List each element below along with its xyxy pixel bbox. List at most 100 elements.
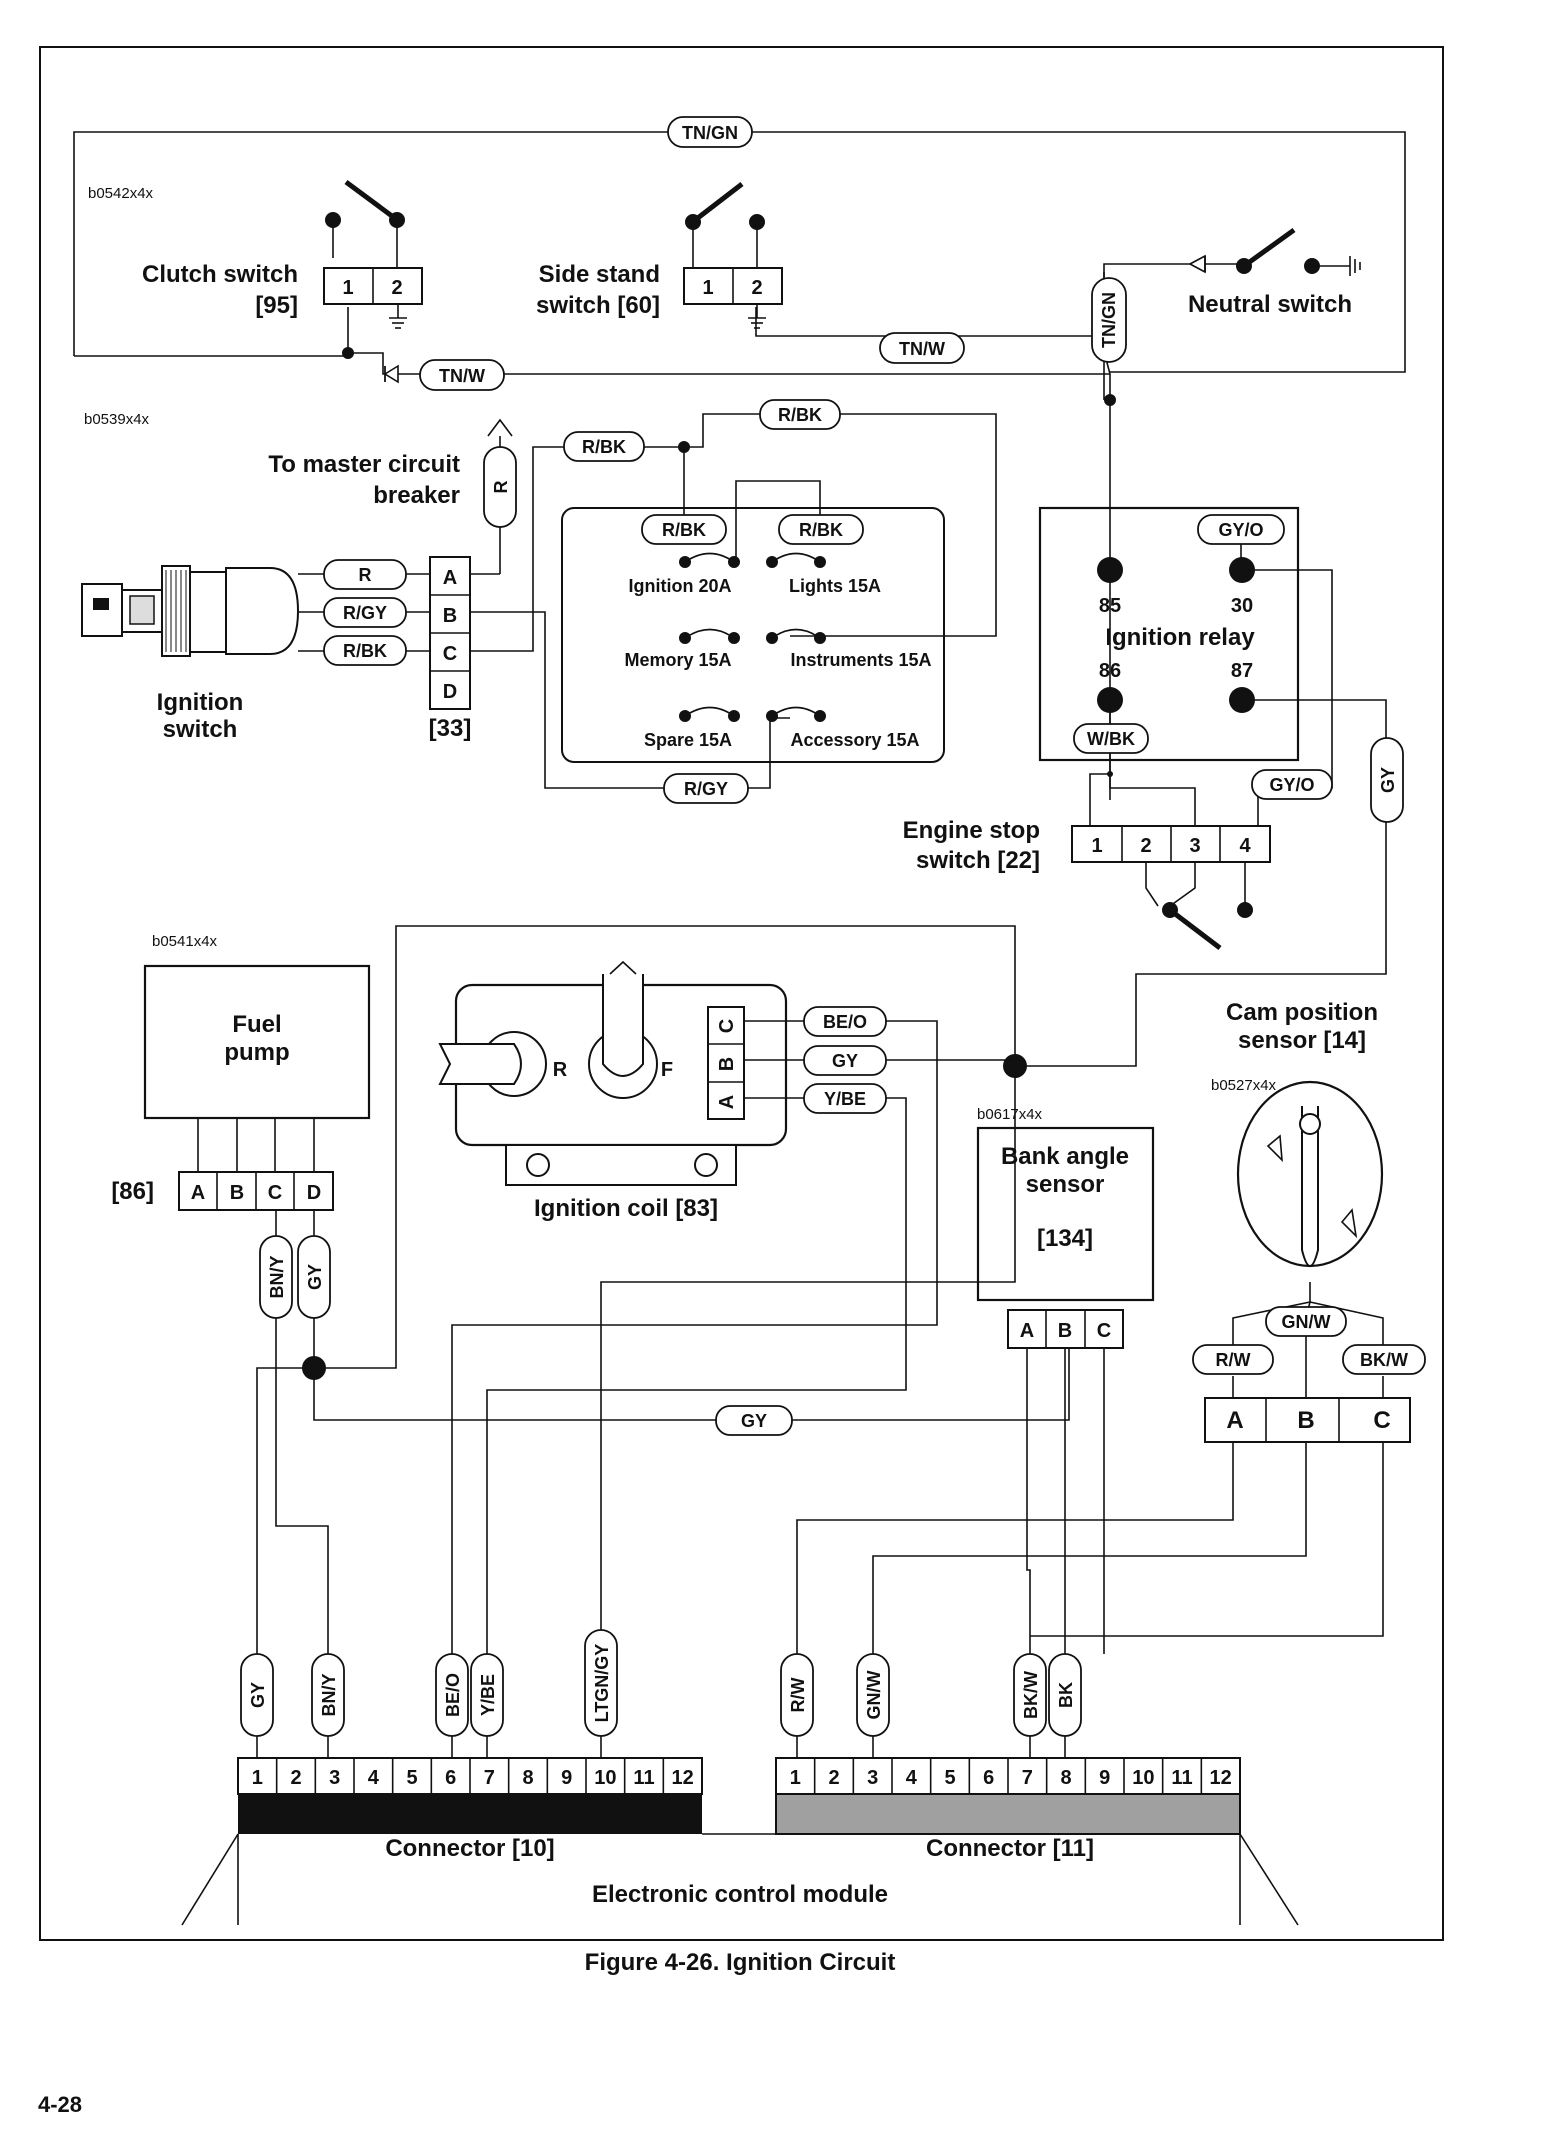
wire-label-gy-text: GY <box>1378 767 1398 793</box>
fuse-label: Accessory 15A <box>790 730 919 750</box>
bank-angle-sensor <box>976 1126 1155 1302</box>
fuse-symbols <box>679 552 826 722</box>
fuse-label: Memory 15A <box>624 650 731 670</box>
wire-label-r-w <box>1192 1344 1274 1375</box>
neutral-switch-label: Neutral switch <box>1188 291 1352 318</box>
wire-label-r <box>323 559 407 590</box>
wire-label-tn-w <box>879 332 965 364</box>
bank-angle-pin-c: C <box>1097 1320 1111 1342</box>
wire-label-r-gy <box>323 597 407 628</box>
ignition-switch-body <box>81 565 300 657</box>
wire-label-gy-text: GY <box>832 1051 858 1071</box>
fuse-label: Instruments 15A <box>790 650 931 670</box>
wire-label-gy-text: GY <box>305 1264 325 1290</box>
ecm-pin-number: 7 <box>1022 1767 1033 1789</box>
wire-label-gy-o-text: GY/O <box>1269 775 1314 795</box>
engine-stop-pin-1: 1 <box>1091 835 1102 857</box>
ignition-coil-label: Ignition coil [83] <box>534 1195 718 1222</box>
wire-label-bk-vertical <box>1048 1653 1082 1737</box>
connector-11-label: Connector [11] <box>926 1835 1094 1862</box>
splice-dot <box>1107 771 1113 777</box>
ecm-pin-number: 1 <box>790 1767 801 1789</box>
ignition-switch-ref: [33] <box>429 715 472 742</box>
coil-terminal-f: F <box>661 1059 673 1081</box>
wire-label-bn-y-text: BN/Y <box>319 1673 339 1716</box>
ignition-switch-label: Ignition <box>157 689 244 716</box>
ecm-pin-number: 7 <box>484 1767 495 1789</box>
engine-stop-pin-4: 4 <box>1239 835 1251 857</box>
ecm-housing <box>181 1833 1299 1926</box>
ecm-pin-number: 11 <box>1171 1767 1192 1789</box>
ignition-switch-label-2: switch <box>163 716 238 743</box>
bank-angle-pin-a: A <box>1020 1320 1034 1342</box>
side-stand-switch <box>683 182 783 329</box>
wire-label-gn-w-text: GN/W <box>1282 1312 1331 1332</box>
wire-label-w-bk-text: W/BK <box>1087 729 1135 749</box>
wire-label-gn-w-text: GN/W <box>864 1670 884 1719</box>
wire-label-y-be-text: Y/BE <box>824 1089 866 1109</box>
wire-label-bk-w-text: BK/W <box>1021 1671 1041 1719</box>
wire-label-r-gy-text: R/GY <box>343 603 387 623</box>
clutch-switch <box>323 179 423 329</box>
page-number: 4-28 <box>38 2092 82 2117</box>
splice-dot <box>342 347 354 359</box>
ecm-pin-number: 4 <box>906 1767 918 1789</box>
wire-label-r-bk-text: R/BK <box>662 520 706 540</box>
wire-label-y-be-text: Y/BE <box>478 1674 498 1716</box>
wire-label-be-o-text: BE/O <box>823 1012 867 1032</box>
master-breaker-wire <box>466 418 513 575</box>
ecm-pin-number: 9 <box>1099 1767 1110 1789</box>
fuel-pump-label: Fuel <box>232 1011 281 1038</box>
wire-label-bn-y-vertical <box>259 1235 293 1319</box>
fuel-pump-pin-a: A <box>191 1182 205 1204</box>
relay-pin-87: 87 <box>1231 660 1253 682</box>
relay-pin-30: 30 <box>1231 595 1253 617</box>
engine-stop-switch-label: Engine stop <box>903 817 1040 844</box>
fuse-block <box>561 507 945 763</box>
ign-pin-c: C <box>443 643 457 665</box>
clutch-switch-label: Clutch switch <box>142 261 298 288</box>
splice-dot <box>678 441 690 453</box>
ecm-pin-number: 4 <box>368 1767 380 1789</box>
ecm-pin-number: 12 <box>672 1767 694 1789</box>
ecm-pin-number: 6 <box>983 1767 994 1789</box>
wire-label-r-text: R <box>491 481 511 494</box>
side-stand-switch-label-2: switch [60] <box>536 292 660 319</box>
wire-label-ltgn-gy-text: LTGN/GY <box>592 1644 612 1723</box>
wire-label-r-vertical <box>483 446 517 528</box>
wire-label-bn-y-text: BN/Y <box>267 1255 287 1298</box>
fuel-pump-pin-d: D <box>307 1182 321 1204</box>
bank-angle-label: Bank angle <box>1001 1143 1129 1170</box>
wire-label-gn-w <box>1265 1306 1347 1337</box>
cam-pin-b: B <box>1297 1407 1314 1434</box>
ignition-relay <box>1038 506 1300 762</box>
fuel-pump-label-2: pump <box>224 1039 289 1066</box>
wire-label-r-bk-text: R/BK <box>343 641 387 661</box>
ecm-pin-number: 6 <box>445 1767 456 1789</box>
fuel-pump-pin-b: B <box>230 1182 244 1204</box>
wire-label-tn-w-text: TN/W <box>899 339 945 359</box>
image-code: b0539x4x <box>84 411 150 428</box>
image-code: b0541x4x <box>152 933 218 950</box>
wire-label-tn-gn-text: TN/GN <box>682 123 738 143</box>
wire-label-bn-y-vertical <box>311 1653 345 1737</box>
image-code: b0617x4x <box>977 1106 1043 1123</box>
ecm-pin-number: 8 <box>1060 1767 1071 1789</box>
ecm-pin-number: 2 <box>290 1767 301 1789</box>
fuse-label: Lights 15A <box>789 576 881 596</box>
side-stand-pin-1: 1 <box>702 277 713 299</box>
coil-terminal-r: R <box>553 1059 568 1081</box>
ign-pin-d: D <box>443 681 457 703</box>
wire-label-gy-vertical <box>240 1653 274 1737</box>
coil-pin-b: B <box>716 1057 738 1071</box>
fuel-pump-wires <box>256 925 1070 1654</box>
wire-label-gy-vertical <box>297 1235 331 1319</box>
cam-pin-c: C <box>1373 1407 1390 1434</box>
fuel-pump-pin-c: C <box>268 1182 282 1204</box>
ecm-pin-number: 5 <box>406 1767 417 1789</box>
neutral-switch <box>1188 227 1361 276</box>
bank-angle-ref: [134] <box>1037 1225 1093 1252</box>
ecm-pin-number: 5 <box>944 1767 955 1789</box>
image-code: b0542x4x <box>88 185 154 202</box>
